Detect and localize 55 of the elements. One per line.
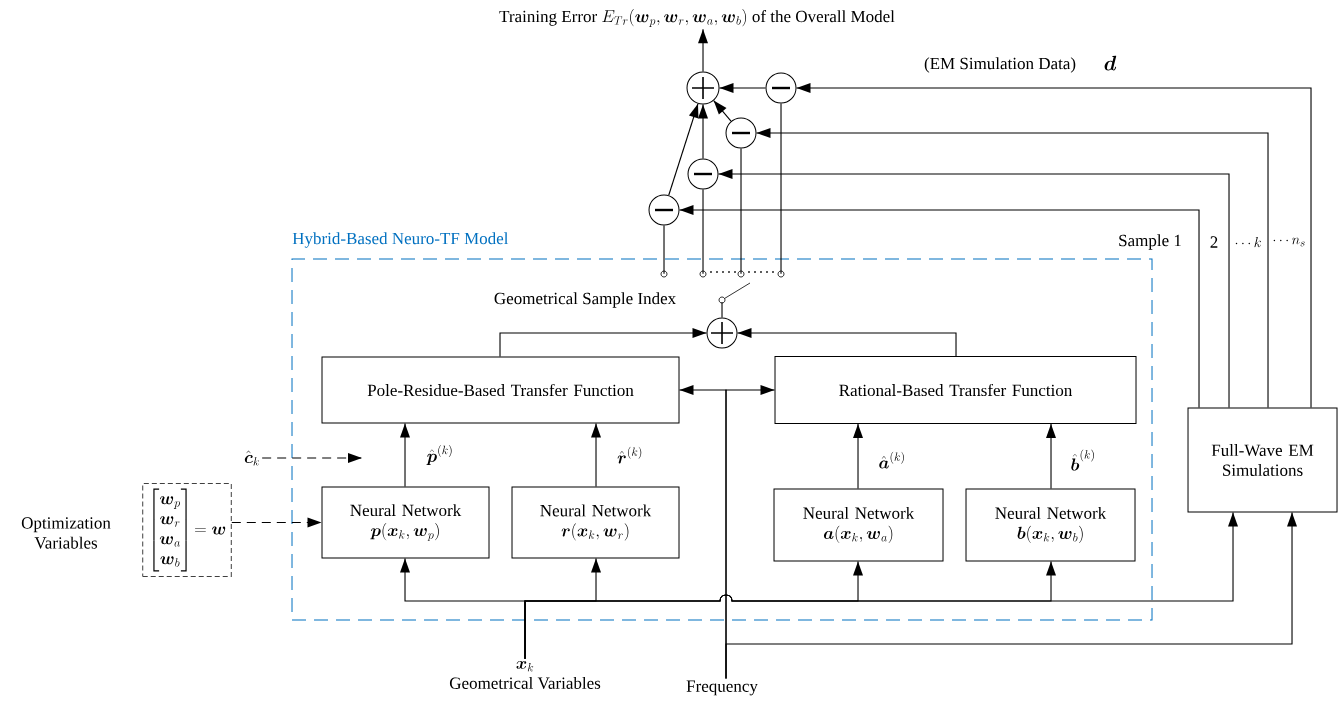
arrow (853, 423, 863, 490)
connector-line (721, 301, 723, 319)
arrow (698, 103, 708, 160)
arrow (591, 422, 601, 488)
neural-network-box: Neural Network $\boldsymbol{p}(\boldsymbol{x}_k,\boldsymbol{w}_p)$ (321, 486, 490, 559)
arrow (736, 328, 957, 357)
arrow (261, 453, 363, 463)
arrow (231, 517, 323, 528)
neural-network-box: Neural Network $\boldsymbol{b}(\boldsymbol{x}_k,\boldsymbol{w}_b)$ (965, 488, 1136, 562)
text-label: (EM Simulation Data) (924, 57, 1076, 73)
edge-label: $\hat{\boldsymbol{b}}^{(k)}$ (1069, 448, 1097, 472)
summing-junction (765, 72, 797, 104)
arrow (400, 422, 410, 488)
arrow (755, 128, 1269, 409)
arrow (795, 83, 1312, 409)
input-label: Frequency (686, 680, 758, 696)
text-label: $\boldsymbol{d}$ (1104, 55, 1117, 71)
arrow (713, 100, 732, 122)
arrow (717, 169, 1230, 409)
summing-junction (648, 194, 680, 226)
arrow (678, 205, 1200, 409)
title-text: Training Error $E_{Tr}(\boldsymbol{w}_p,\boldsymbol{w}_r,\boldsymbol{w}_a,\boldsymbol{w}_b)$ of the Overall Model (499, 9, 895, 27)
arrow (725, 511, 1297, 679)
text-label: $\cdots n_s$ (1273, 237, 1305, 247)
connector-line (780, 102, 782, 275)
connector-line (740, 147, 742, 275)
node-label: Hybrid-Based Neuro-TF Model (292, 232, 509, 248)
summing-junction (687, 158, 719, 190)
variables-box: $\begin{bmatrix}\boldsymbol{w}_p\\ \boldsymbol{w}_r\\ \boldsymbol{w}_a\\ \boldsymbol{w}_b\end{bmatrix}\!=\boldsymbol{w}$ (142, 483, 232, 577)
summing-junction (686, 71, 720, 105)
input-label: $\hat{\boldsymbol{c}}_k$ (244, 450, 259, 466)
edge-label: $\hat{\boldsymbol{a}}^{(k)}$ (877, 450, 907, 470)
neural-network-box: Neural Network $\boldsymbol{a}(\boldsymbol{x}_k,\boldsymbol{w}_a)$ (773, 488, 944, 562)
arrow (698, 28, 708, 73)
simulation-box: Full-Wave EM Simulations (1187, 407, 1338, 513)
transfer-function-box: Pole-Residue-Based Transfer Function (321, 356, 680, 424)
summing-junction (725, 117, 757, 149)
connector-line (702, 188, 704, 275)
transfer-function-box: Rational-Based Transfer Function (774, 356, 1137, 424)
arrow (668, 103, 699, 196)
edge-label: $\hat{\boldsymbol{p}}^{(k)}$ (425, 444, 455, 466)
side-label: Optimization Variables (21, 517, 111, 549)
arrow (718, 83, 767, 93)
edge-label: $\hat{\boldsymbol{r}}^{(k)}$ (616, 445, 644, 465)
arrow (524, 511, 1238, 660)
neural-network-box: Neural Network $\boldsymbol{r}(\boldsymbol{x}_k,\boldsymbol{w}_r)$ (511, 486, 680, 559)
text-label: $\cdots k$ (1235, 237, 1261, 248)
text-label: Sample 1 (1119, 234, 1181, 250)
summing-junction (706, 317, 738, 349)
text-label: 2 (1210, 236, 1218, 248)
arrow (499, 328, 708, 358)
arrow (1046, 423, 1056, 490)
connector-line (663, 224, 665, 275)
input-label: $\boldsymbol{x}_k$ Geometrical Variables (449, 660, 601, 689)
text-label: Geometrical Sample Index (494, 292, 676, 308)
